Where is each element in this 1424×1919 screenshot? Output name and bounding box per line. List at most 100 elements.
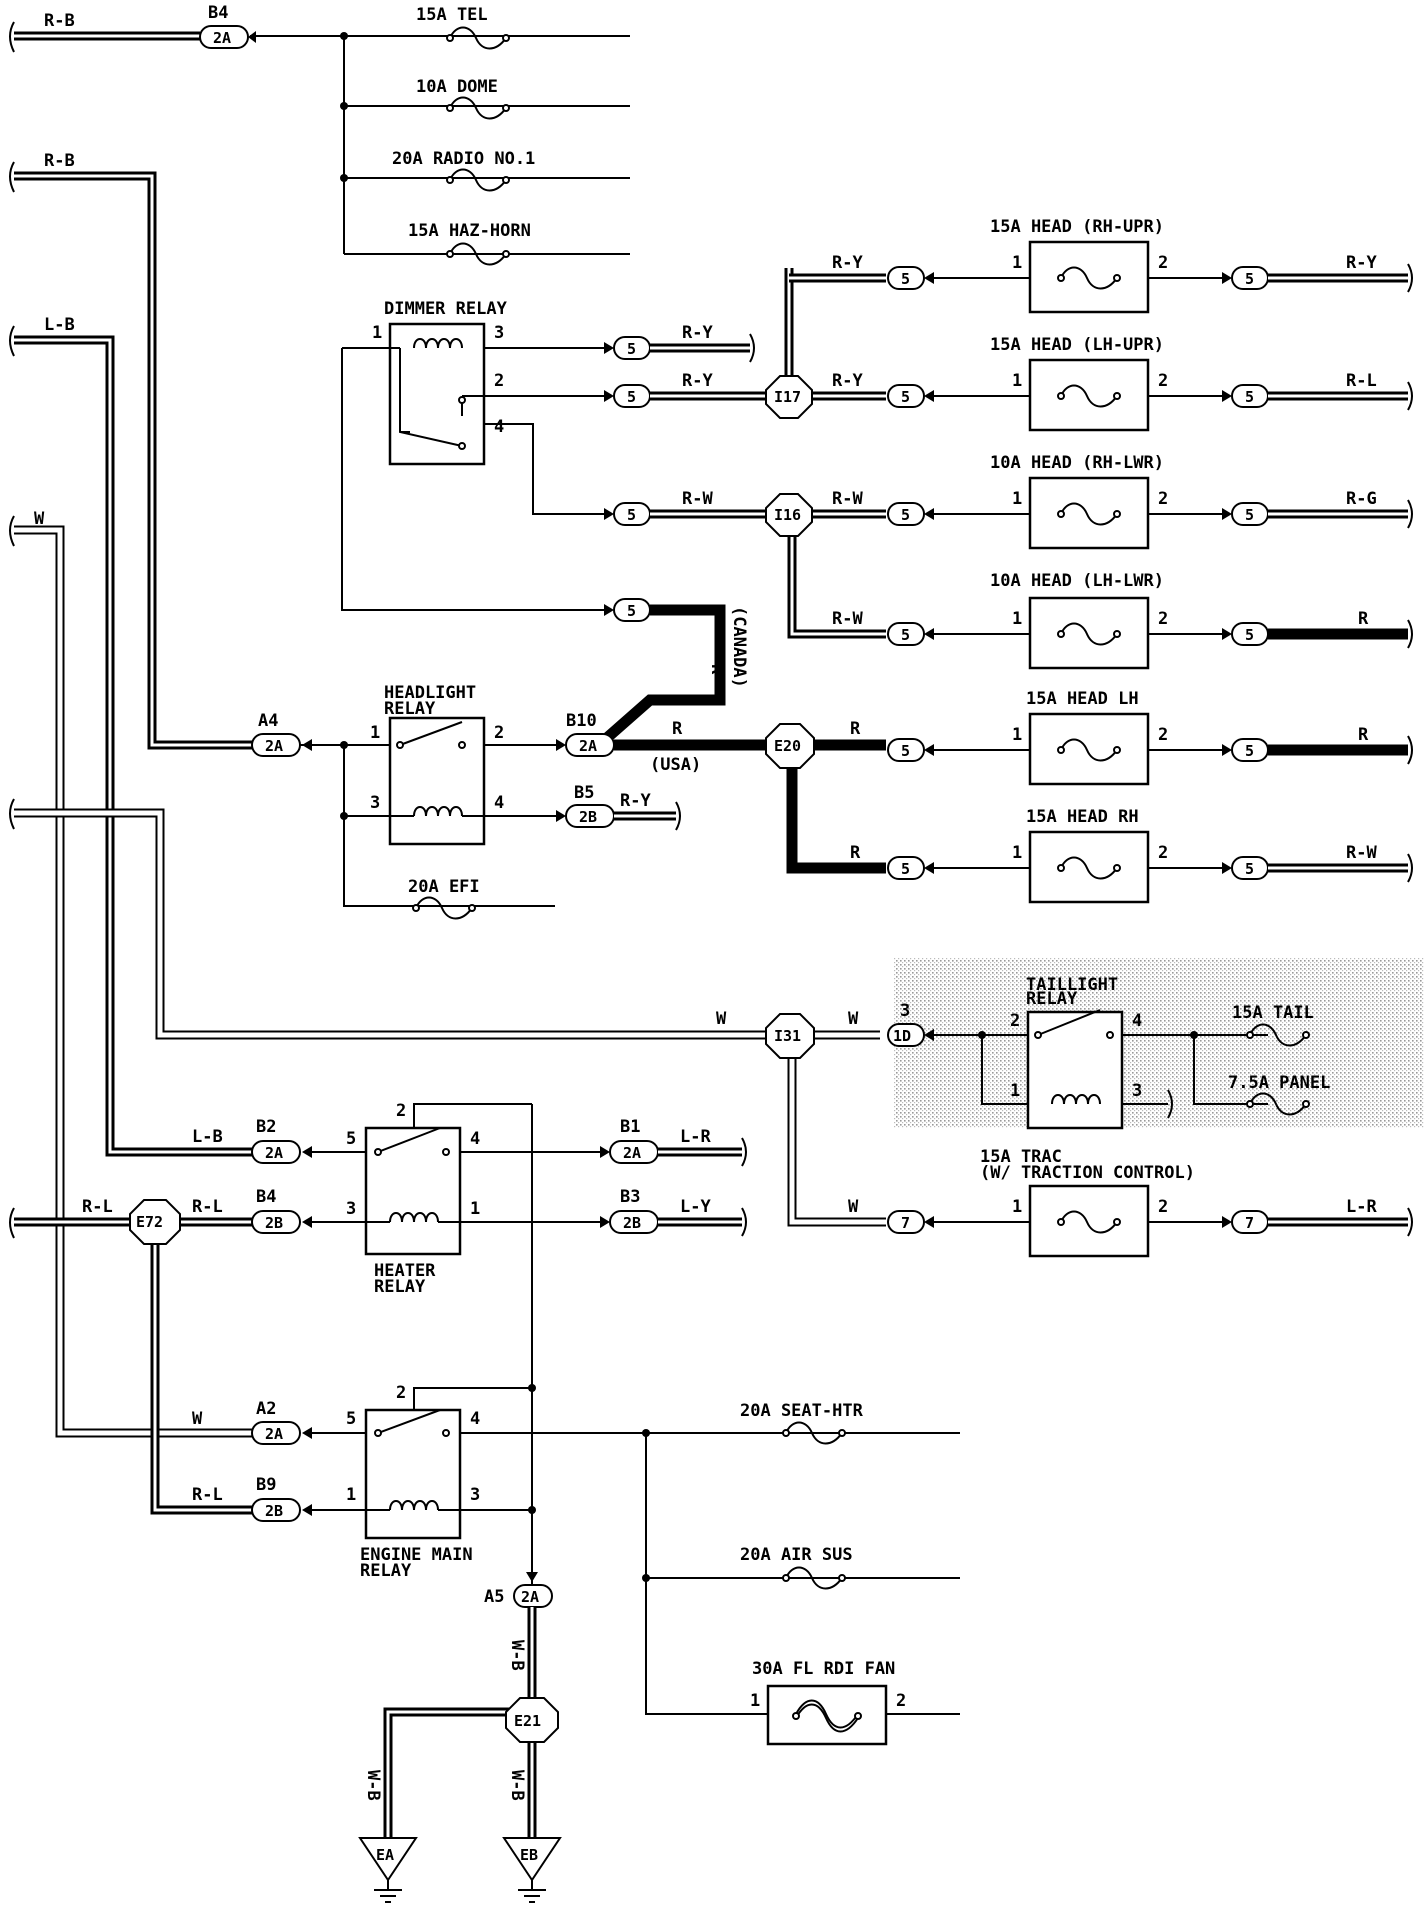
svg-text:1: 1 xyxy=(370,723,380,743)
label-w-a2: W xyxy=(192,1409,203,1429)
wire-r-l-down xyxy=(150,1235,252,1515)
svg-text:B2: B2 xyxy=(256,1117,276,1137)
svg-text:1: 1 xyxy=(372,323,382,343)
label-r-l-b9: R-L xyxy=(192,1485,223,1505)
svg-text:5: 5 xyxy=(901,506,910,524)
svg-text:3: 3 xyxy=(494,323,504,343)
label-r-l-left: R-L xyxy=(82,1197,113,1217)
fuse-head-lh-upr: 15A HEAD (LH-UPR) xyxy=(990,335,1164,355)
wire-l-b xyxy=(14,335,252,1157)
svg-text:5: 5 xyxy=(627,602,636,620)
svg-text:2: 2 xyxy=(494,723,504,743)
label-r-y-i17-up: R-Y xyxy=(832,253,863,273)
relay-headlight-label-1: HEADLIGHT xyxy=(384,683,476,703)
heater-relay: 2A B2 2B B4 5 4 2 3 1 2A B1 2B B3 xyxy=(251,1101,747,1256)
svg-text:3: 3 xyxy=(346,1199,356,1219)
junction-e20: E20 xyxy=(765,723,886,874)
label-w-b-e21-down: W-B xyxy=(507,1770,527,1801)
svg-text:A2: A2 xyxy=(256,1399,276,1419)
svg-text:2A: 2A xyxy=(265,1425,283,1443)
label-w-b-ea: W-B xyxy=(363,1770,383,1801)
svg-text:5: 5 xyxy=(901,626,910,644)
label-r-w-i16-right: R-W xyxy=(832,489,863,509)
label-out-lh-upr: R-L xyxy=(1346,371,1377,391)
svg-text:5: 5 xyxy=(901,860,910,878)
ground-circuit: 2A A5 E21 EA EB xyxy=(358,1572,562,1903)
svg-text:2A: 2A xyxy=(213,29,231,47)
svg-text:2: 2 xyxy=(1158,1197,1168,1217)
svg-text:2: 2 xyxy=(396,1101,406,1121)
svg-text:4: 4 xyxy=(1132,1011,1142,1031)
label-r-usa: R xyxy=(672,719,683,739)
svg-text:1: 1 xyxy=(1012,843,1022,863)
connector-a4: 2A A4 xyxy=(251,711,312,757)
relay-headlight-label-2: RELAY xyxy=(384,699,436,719)
label-r-y-b5: R-Y xyxy=(620,791,651,811)
svg-text:2: 2 xyxy=(396,1383,406,1403)
label-l-b-left: L-B xyxy=(44,315,75,335)
label-out-lh-lwr: R xyxy=(1358,609,1369,629)
svg-text:2A: 2A xyxy=(265,1144,283,1162)
label-r-b-mid: R-B xyxy=(44,151,75,171)
label-l-y-b3: L-Y xyxy=(680,1197,711,1217)
label-out-rh-upr: R-Y xyxy=(1346,253,1377,273)
svg-text:5: 5 xyxy=(1245,270,1254,288)
label-w-i31-left: W xyxy=(716,1009,727,1029)
svg-text:E72: E72 xyxy=(136,1213,163,1231)
svg-text:1: 1 xyxy=(1012,1197,1022,1217)
svg-text:B10: B10 xyxy=(566,711,597,731)
relay-engine-label-2: RELAY xyxy=(360,1561,412,1581)
svg-text:4: 4 xyxy=(494,793,504,813)
wire-w-left xyxy=(14,525,252,1438)
label-w-b-a5: W-B xyxy=(507,1640,527,1671)
svg-text:B4: B4 xyxy=(256,1187,276,1207)
label-r-y-dimmer3: R-Y xyxy=(682,323,713,343)
label-r-y-i17-right: R-Y xyxy=(832,371,863,391)
svg-text:1D: 1D xyxy=(893,1027,911,1045)
engine-main-relay: 2A A2 2B B9 5 4 2 1 3 xyxy=(251,1104,960,1715)
label-r-w-i16-down: R-W xyxy=(832,609,863,629)
fuse-head-lh: 15A HEAD LH xyxy=(1026,689,1139,709)
svg-text:1: 1 xyxy=(1012,725,1022,745)
svg-text:2B: 2B xyxy=(579,808,597,826)
fuse-tel: 15A TEL xyxy=(416,5,488,25)
svg-text:2: 2 xyxy=(1158,609,1168,629)
svg-text:5: 5 xyxy=(1245,742,1254,760)
svg-text:B4: B4 xyxy=(208,3,228,23)
label-w-i31-right: W xyxy=(848,1009,859,1029)
svg-text:4: 4 xyxy=(494,417,504,437)
svg-text:B9: B9 xyxy=(256,1475,276,1495)
svg-text:2: 2 xyxy=(1158,489,1168,509)
note-canada: (CANADA) xyxy=(729,606,749,688)
fuse-seat-htr: 20A SEAT-HTR xyxy=(740,1401,864,1421)
svg-text:1: 1 xyxy=(1012,253,1022,273)
fuse-head-lh-lwr: 10A HEAD (LH-LWR) xyxy=(990,571,1164,591)
svg-text:1: 1 xyxy=(470,1199,480,1219)
fuse-efi: 20A EFI xyxy=(408,877,480,897)
label-w-left: W xyxy=(34,509,45,529)
fuse-trac-1: 15A TRAC xyxy=(980,1147,1062,1167)
top-fuse-bus xyxy=(250,26,630,266)
svg-text:1: 1 xyxy=(1010,1081,1020,1101)
svg-text:5: 5 xyxy=(1245,506,1254,524)
svg-text:A5: A5 xyxy=(484,1587,504,1607)
fuse-radio: 20A RADIO NO.1 xyxy=(392,149,535,169)
svg-text:5: 5 xyxy=(627,340,636,358)
svg-text:1: 1 xyxy=(1012,371,1022,391)
label-out-head-lh: R xyxy=(1358,725,1369,745)
dimmer-outputs: 5 5 5 5 xyxy=(596,333,774,749)
svg-text:2B: 2B xyxy=(265,1214,283,1232)
rdi-fan-link: 1 2 xyxy=(750,1684,960,1746)
relay-taillight-label-1: TAILLIGHT xyxy=(1026,975,1118,995)
relay-dimmer-label: DIMMER RELAY xyxy=(384,299,508,319)
svg-text:5: 5 xyxy=(1245,626,1254,644)
svg-text:5: 5 xyxy=(901,388,910,406)
fuse-dome: 10A DOME xyxy=(416,77,498,97)
left-harness xyxy=(9,21,780,1515)
junction-i31: I31 xyxy=(765,1013,886,1227)
svg-text:5: 5 xyxy=(901,742,910,760)
wire-w-i31 xyxy=(14,808,780,1040)
label-out-rh-lwr: R-G xyxy=(1346,489,1377,509)
fuse-haz-horn: 15A HAZ-HORN xyxy=(408,221,531,241)
